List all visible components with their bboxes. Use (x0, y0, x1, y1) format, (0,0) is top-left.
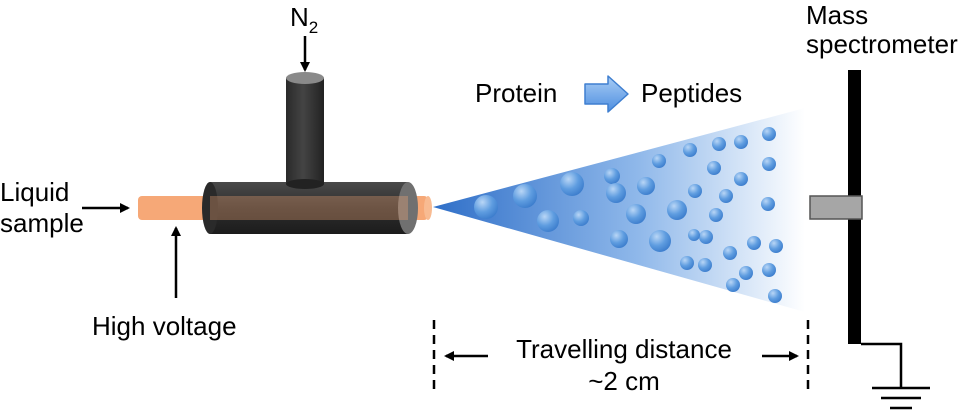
droplet (573, 210, 589, 226)
high-voltage-label: High voltage (92, 311, 237, 341)
droplet (762, 263, 776, 277)
droplet (762, 127, 776, 141)
droplet (761, 197, 775, 211)
droplet (652, 154, 666, 168)
droplet (768, 289, 782, 303)
peptides-label: Peptides (641, 78, 742, 108)
droplet (709, 208, 723, 222)
mass-spectrometer-label-1: Mass (806, 0, 868, 30)
droplet (769, 239, 783, 253)
horizontal-cylinder (202, 182, 418, 234)
droplet (698, 258, 712, 272)
protein-label: Protein (475, 78, 557, 108)
droplet (637, 177, 655, 195)
distance-value-label: ~2 cm (588, 366, 660, 396)
droplet (513, 184, 537, 208)
droplets (474, 127, 783, 303)
droplet (610, 230, 628, 248)
droplet (734, 135, 748, 149)
droplet (739, 266, 753, 280)
droplet (688, 184, 702, 198)
droplet (606, 183, 626, 203)
droplet (649, 230, 671, 252)
droplet (604, 168, 620, 184)
droplet (734, 172, 748, 186)
droplet (667, 200, 687, 220)
conversion-arrow-icon (584, 75, 629, 113)
ms-inlet (809, 195, 863, 220)
droplet (537, 210, 559, 232)
capillary-inside (210, 196, 408, 220)
droplet (699, 230, 713, 244)
droplet (683, 143, 697, 157)
capillary-tip (424, 196, 432, 220)
droplet (474, 195, 498, 219)
droplet (707, 161, 721, 175)
vertical-cylinder (286, 72, 324, 189)
droplet (747, 236, 761, 250)
liquid-sample-label-2: sample (0, 208, 84, 238)
ground-icon (861, 342, 930, 410)
liquid-sample-label-1: Liquid (0, 177, 69, 207)
droplet (726, 278, 740, 292)
n2-label: N2 (290, 2, 318, 37)
droplet (626, 204, 646, 224)
droplet (560, 172, 584, 196)
droplet (723, 246, 737, 260)
droplet (719, 189, 733, 203)
droplet (712, 137, 726, 151)
droplet (680, 256, 694, 270)
droplet (688, 229, 700, 241)
mass-spectrometer-label-2: spectrometer (806, 29, 958, 59)
droplet (762, 157, 776, 171)
spray-cone (433, 108, 805, 312)
travelling-distance-label: Travelling distance (516, 334, 732, 364)
